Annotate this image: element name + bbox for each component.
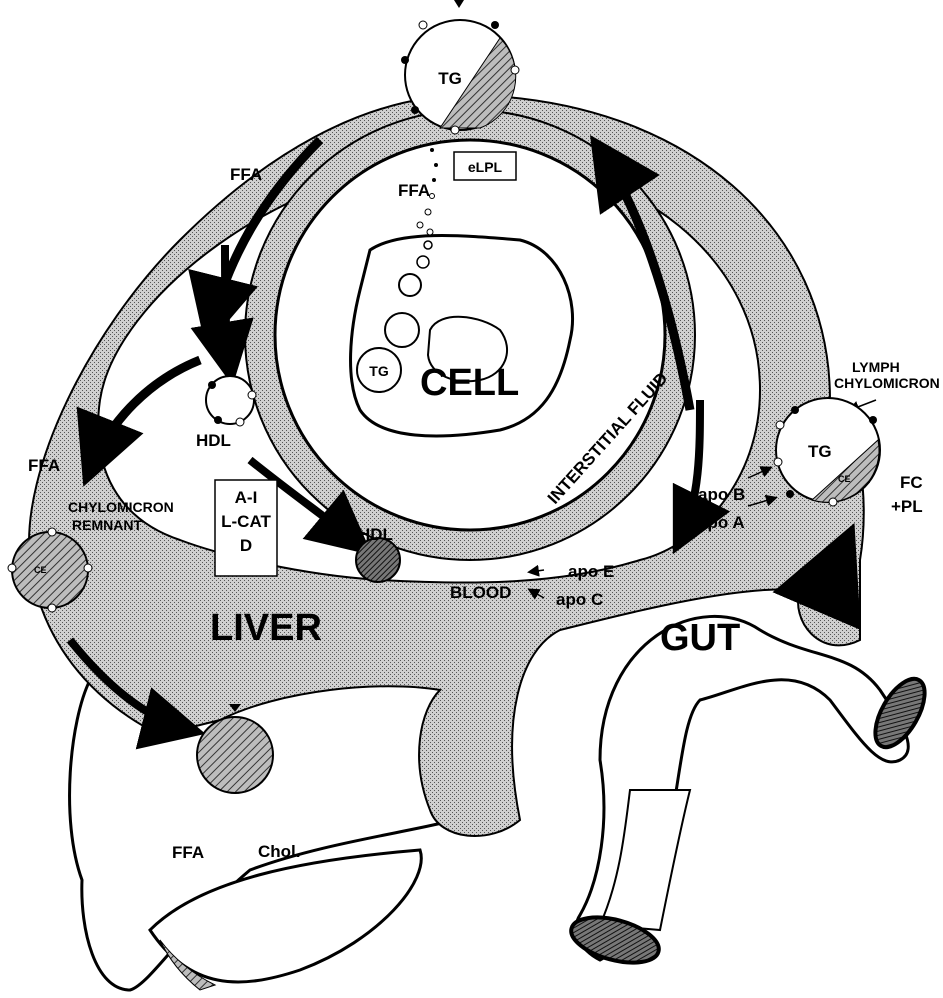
label-chol: Chol.	[258, 842, 301, 861]
label-apo-c: apo C	[556, 590, 603, 609]
label-cell: CELL	[420, 362, 519, 404]
label-ffa-1: FFA	[230, 165, 262, 184]
label-blood: BLOOD	[450, 583, 511, 602]
label-ffa-2: FFA	[398, 181, 430, 200]
lipid-droplet	[424, 241, 432, 249]
label-liver: LIVER	[210, 607, 322, 649]
label-chylomicron: CHYLOMICRON	[834, 375, 940, 391]
lipid-droplet	[385, 313, 419, 347]
pointer-arrow	[530, 570, 544, 572]
particle-hdl-nascent	[206, 376, 256, 426]
label-hdl-1: HDL	[196, 431, 231, 450]
label-apo-a: apo A	[698, 513, 745, 532]
label-l-cat: L-CAT	[221, 512, 271, 531]
label-apo-b: apo B	[698, 485, 745, 504]
label-hdl-2: HDL	[358, 525, 393, 544]
lipid-droplet	[417, 256, 429, 268]
label-pl: +PL	[891, 497, 923, 516]
lipid-droplet	[399, 274, 421, 296]
label-chylomicron-remnant-2: REMNANT	[72, 517, 142, 533]
label-tg-top: TG	[438, 69, 462, 88]
label-elpl: eLPL	[468, 159, 503, 175]
label-lymph: LYMPH	[852, 359, 900, 375]
flow-arrow	[680, 400, 700, 540]
label-chylomicron-remnant-1: CHYLOMICRON	[68, 499, 174, 515]
label-tg-cell: TG	[369, 363, 389, 379]
label-ffa-4: FFA	[172, 843, 204, 862]
label-ce-remnant: CE	[34, 565, 47, 575]
label-fc: FC	[900, 473, 923, 492]
label-a-i: A-I	[235, 488, 258, 507]
label-ffa-3: FFA	[28, 456, 60, 475]
label-apo-e: apo E	[568, 562, 614, 581]
label-gut: GUT	[660, 617, 740, 659]
label-d: D	[240, 536, 252, 555]
label-tg-lymph: TG	[808, 442, 832, 461]
label-ce-lymph: CE	[838, 474, 851, 484]
particle-hdl-mature	[356, 538, 400, 582]
